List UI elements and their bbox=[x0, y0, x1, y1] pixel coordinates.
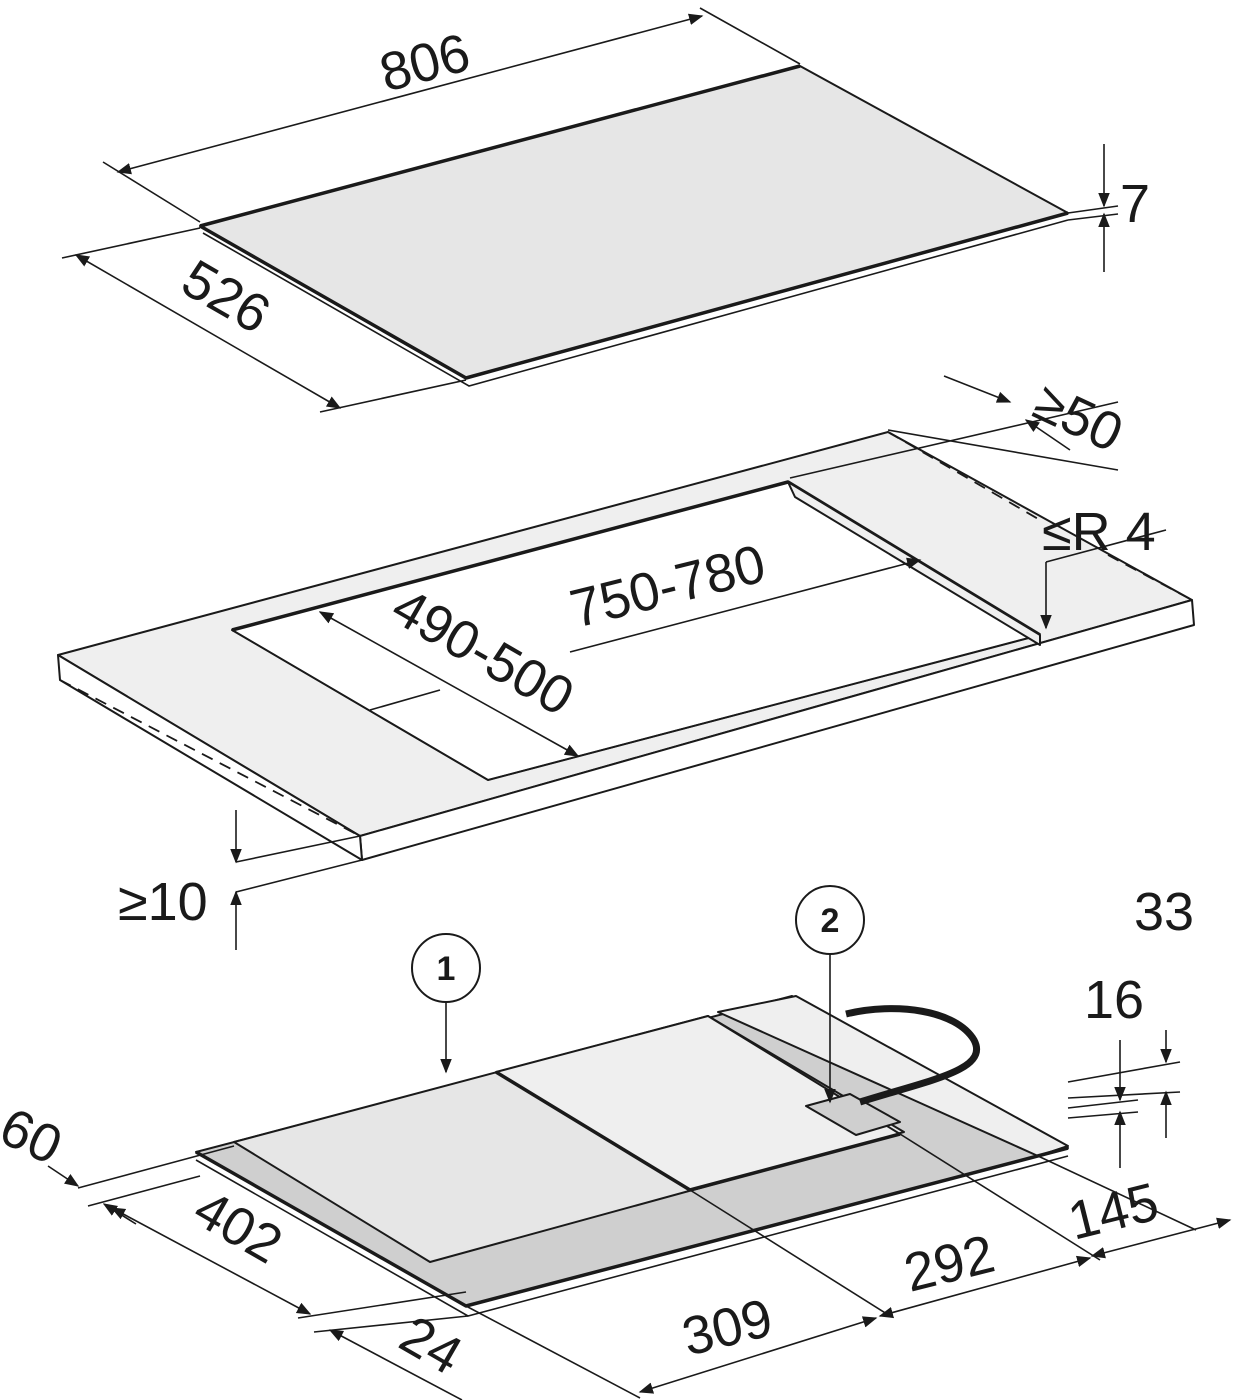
dimension-thickness-7: 7 bbox=[1067, 144, 1150, 272]
dimension-height-33: 33 bbox=[1067, 882, 1194, 1138]
dimension-front-10: ≥10 bbox=[118, 810, 363, 950]
dim-thickness-7: 7 bbox=[1120, 174, 1150, 234]
callout-1: 1 bbox=[411, 933, 481, 1074]
power-cable bbox=[845, 1005, 980, 1106]
callout-2: 2 bbox=[795, 885, 865, 1104]
dim-front-10: ≥10 bbox=[118, 872, 208, 932]
dimension-radius: ≤R 4 bbox=[1040, 502, 1167, 630]
dim-radius: ≤R 4 bbox=[1042, 502, 1156, 562]
dim-width-145: 145 bbox=[1062, 1172, 1164, 1252]
dimension-front-offset-24: 24 bbox=[297, 1291, 472, 1400]
dim-width-806: 806 bbox=[374, 22, 477, 103]
dimension-height-16: 16 bbox=[1067, 970, 1144, 1168]
worktop bbox=[57, 431, 1195, 861]
dim-width-292: 292 bbox=[898, 1224, 1000, 1304]
dim-rear-50: ≥50 bbox=[1025, 371, 1132, 463]
dim-height-33: 33 bbox=[1134, 882, 1194, 942]
hob-glass-panel bbox=[199, 64, 1069, 387]
callout-1-label: 1 bbox=[437, 950, 456, 988]
dim-height-16: 16 bbox=[1084, 970, 1144, 1030]
dim-rear-offset-60: 60 bbox=[0, 1096, 71, 1176]
dim-width-309: 309 bbox=[676, 1288, 778, 1368]
callout-2-label: 2 bbox=[821, 902, 840, 940]
hob-body bbox=[195, 995, 1069, 1317]
